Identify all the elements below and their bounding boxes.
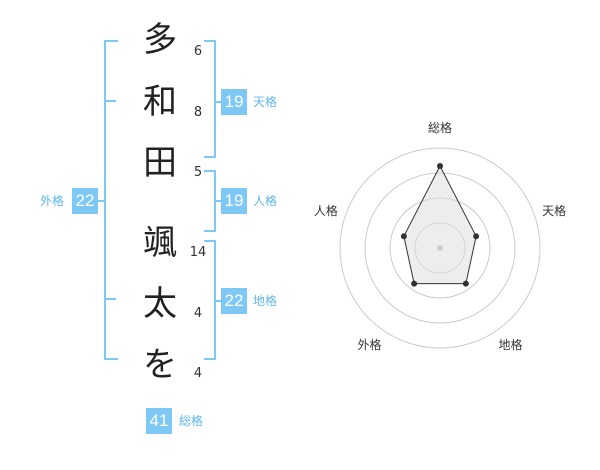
jinkaku-score: 19 [221,188,247,214]
gaikaku-label: 外格 [40,194,65,208]
soukaku-score: 41 [146,408,172,434]
tenkaku-label: 天格 [253,95,278,109]
gaikaku-score: 22 [72,188,98,214]
radar-polygon [403,164,477,285]
radar-point-4 [400,233,407,240]
name-char-5: 太 [143,284,177,324]
radar-axis-label-4: 人格 [314,203,338,218]
chikaku-label: 地格 [253,294,278,308]
stroke-count-3: 5 [193,165,203,180]
stroke-count-1: 6 [193,44,203,59]
radar-axis-label-3: 外格 [357,337,381,352]
radar-axis-label-0: 総格 [428,120,452,135]
name-char-1: 多 [143,20,177,60]
radar-point-2 [462,280,469,287]
radar-axis-label-1: 天格 [542,203,566,218]
radar-ring-4 [339,147,541,349]
chikaku-score: 22 [221,288,247,314]
name-char-4: 颯 [143,223,177,263]
radar-point-0 [437,163,443,169]
stroke-count-6: 4 [193,366,203,381]
soukaku-label: 総格 [179,414,204,428]
name-char-2: 和 [143,82,177,122]
jinkaku-label: 人格 [253,194,278,208]
radar-point-3 [411,280,418,287]
stroke-count-2: 8 [193,105,203,120]
radar-center [437,245,443,251]
name-char-6: を [143,345,177,385]
name-char-3: 田 [143,143,177,183]
stroke-count-5: 4 [193,306,203,321]
tenkaku-score: 19 [221,89,247,115]
radar-axis-label-2: 地格 [499,337,523,352]
stroke-count-4: 14 [189,245,207,260]
radar-point-1 [473,233,480,240]
